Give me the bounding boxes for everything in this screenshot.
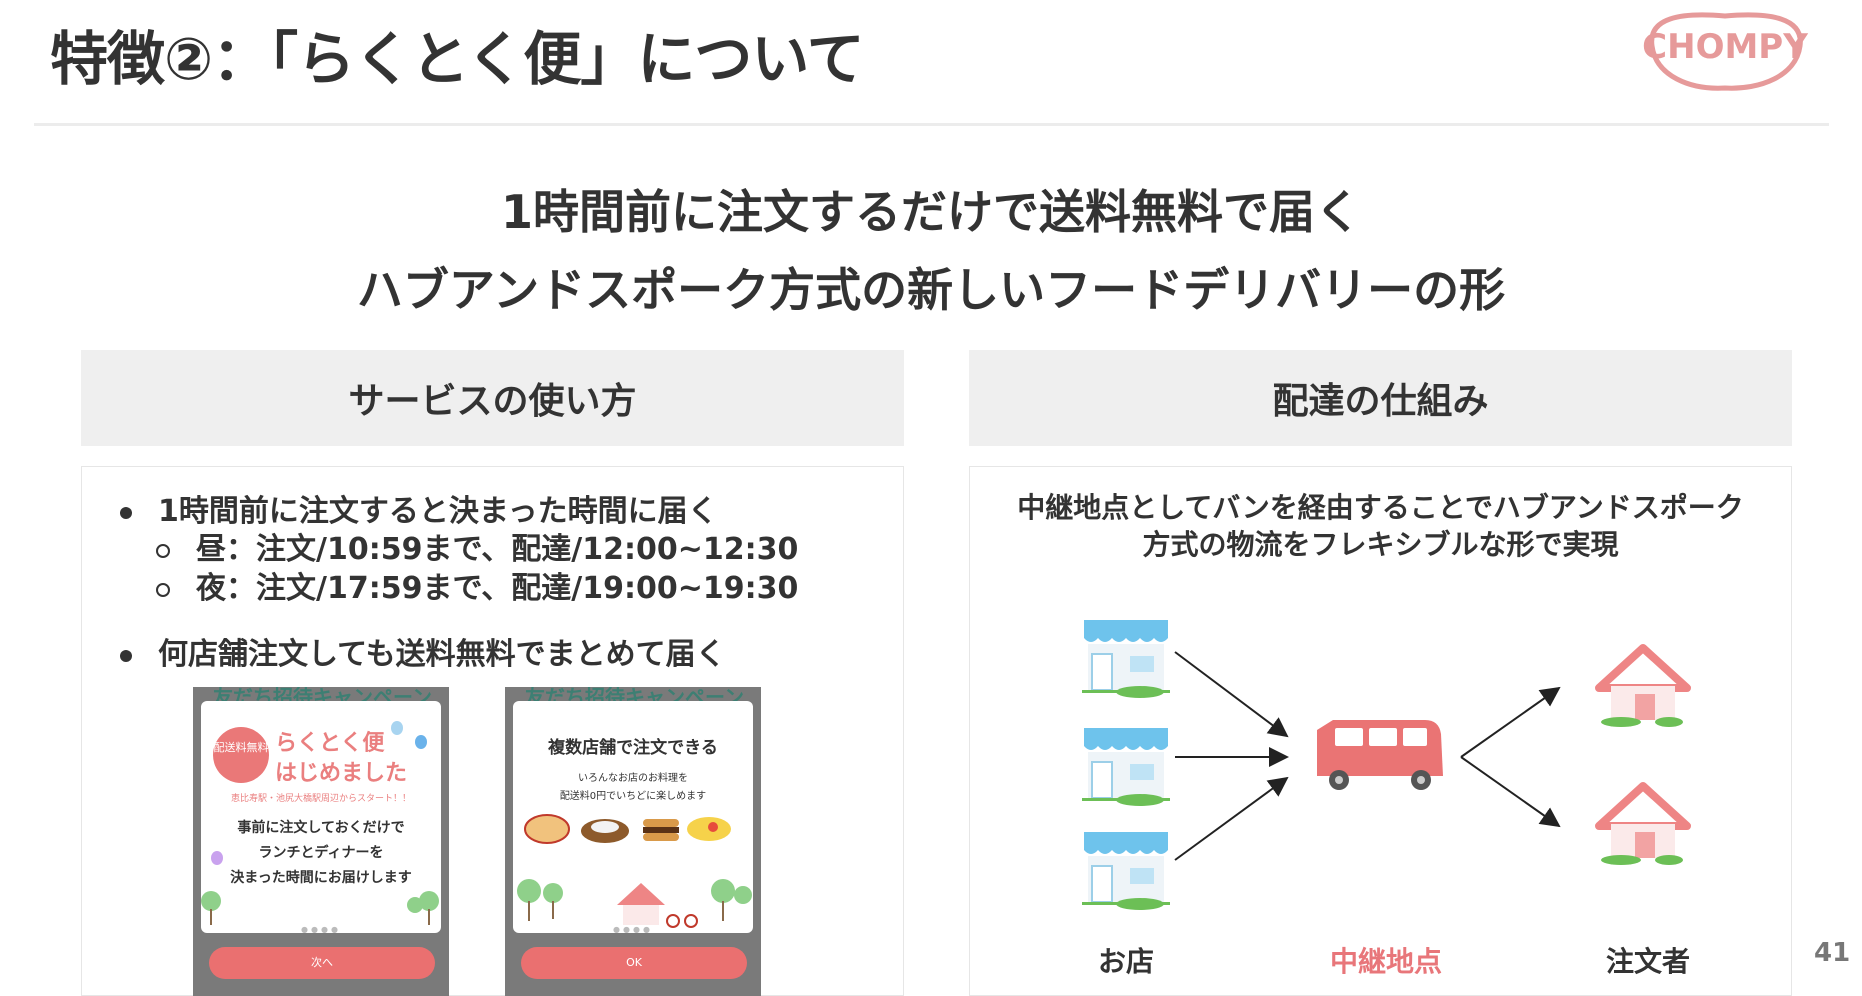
- multi-store-card: 複数店舗で注文できる いろんなお店のお料理を 配送料0円でいちどに楽しめます: [513, 701, 753, 933]
- bullet-dot: [120, 649, 132, 662]
- sub-bullet-dinner: 夜：注文/17:59まで、配達/19:00~19:30: [156, 563, 798, 607]
- mechanism-desc-line2: 方式の物流をフレキシブルな形で実現: [1142, 528, 1619, 561]
- multi-store-desc-line1: いろんなお店のお料理を: [578, 773, 688, 784]
- chompy-logo: CHOMPY: [1642, 12, 1808, 91]
- sub1-text: 昼：注文/10:59まで、配達/12:00~12:30: [196, 532, 799, 567]
- intro-title-line1: らくとく便: [275, 731, 385, 756]
- page-title: 特徴②：「らくとく便」について: [50, 25, 865, 93]
- intro-desc-line2: ランチとディナーを: [258, 845, 384, 861]
- service-area-text: 恵比寿駅・池尻大橋駅周辺からスタート！！: [230, 794, 411, 804]
- food-illustrations: [517, 814, 752, 928]
- carousel-dots: ●●●●: [613, 925, 653, 934]
- intro-card: 配送料無料 らくとく便 はじめました 恵比寿駅・池尻大橋駅周辺からスタート！！ …: [201, 701, 441, 933]
- headline-line2: ハブアンドスポーク方式の新しいフードデリバリーの形: [356, 263, 1506, 317]
- sub2-text: 夜：注文/17:59まで、配達/19:00~19:30: [196, 571, 799, 606]
- van-icon: [1317, 720, 1443, 790]
- sub-bullet-ring: [156, 582, 170, 597]
- shop-icon: [1081, 831, 1171, 911]
- mechanism-desc-line1: 中継地点としてバンを経由することでハブアンドスポーク: [1017, 491, 1744, 524]
- logo-text: CHOMPY: [1642, 27, 1808, 67]
- house-icon: [1599, 786, 1687, 865]
- free-shipping-badge: 配送料無料: [213, 727, 269, 783]
- ok-button[interactable]: OK: [521, 947, 747, 979]
- bullet1-text: 1時間前に注文すると決まった時間に届く: [158, 494, 718, 529]
- shop-icon: [1081, 727, 1171, 807]
- multi-store-desc-line2: 配送料0円でいちどに楽しめます: [559, 791, 707, 802]
- house-icon: [1599, 648, 1687, 727]
- app-screenshot-multi-store: 友だち招待キャンペーン 複数店舗で注文できる いろんなお店のお料理を 配送料0円…: [505, 687, 761, 996]
- page-number: 41: [1814, 938, 1851, 968]
- multi-store-title: 複数店舗で注文できる: [548, 738, 718, 758]
- balloon-icon: [415, 735, 427, 749]
- bullet-dot: [120, 506, 132, 519]
- headline-line1: 1時間前に注文するだけで送料無料で届く: [500, 185, 1361, 239]
- hub-spoke-diagram: [1081, 619, 1792, 911]
- title-divider: [34, 123, 1829, 126]
- service-usage-heading: サービスの使い方: [81, 350, 904, 446]
- arrow-hub-to-customer: [1460, 686, 1561, 758]
- arrow-hub-to-customer: [1460, 756, 1561, 828]
- intro-desc-line1: 事前に注文しておくだけで: [237, 820, 405, 836]
- bullet-order-time: 1時間前に注文すると決まった時間に届く: [120, 486, 718, 530]
- balloon-icon: [211, 851, 223, 865]
- arrow-shop-to-hub: [1174, 776, 1289, 861]
- label-hub: 中継地点: [1329, 945, 1442, 978]
- next-button[interactable]: 次へ: [209, 947, 435, 979]
- bullet2-text: 何店舗注文しても送料無料でまとめて届く: [158, 637, 726, 672]
- arrow-shop-to-hub: [1174, 651, 1289, 738]
- bullet-free-shipping: 何店舗注文しても送料無料でまとめて届く: [120, 629, 726, 673]
- balloon-icon: [391, 721, 403, 735]
- intro-title-line2: はじめました: [275, 761, 408, 786]
- app-screenshot-rakutoku: 友だち招待キャンペーン 配送料無料 らくとく便 はじめました 恵比寿駅・池尻大橋…: [193, 687, 449, 996]
- delivery-mechanism-heading: 配達の仕組み: [969, 350, 1792, 446]
- label-shop: お店: [1097, 945, 1154, 978]
- label-customer: 注文者: [1605, 945, 1690, 978]
- sub-bullet-lunch: 昼：注文/10:59まで、配達/12:00~12:30: [156, 524, 798, 568]
- sub-bullet-ring: [156, 543, 170, 558]
- trees-illustration: [201, 891, 439, 925]
- carousel-dots: ●●●●: [301, 925, 341, 934]
- intro-desc-line3: 決まった時間にお届けします: [230, 870, 412, 886]
- shop-icon: [1081, 619, 1171, 699]
